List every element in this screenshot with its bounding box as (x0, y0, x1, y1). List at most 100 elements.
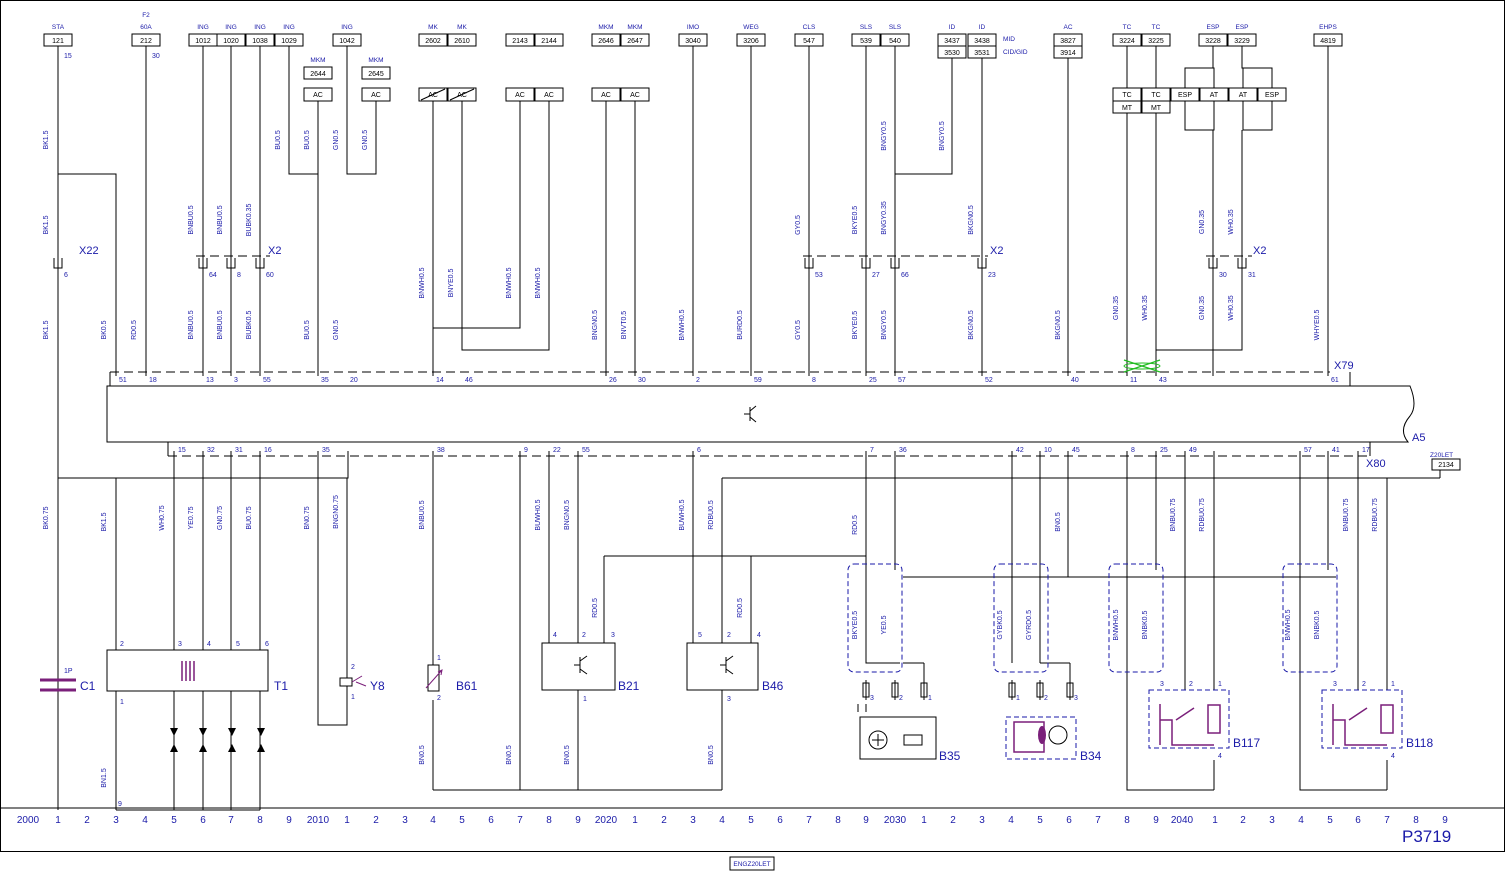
wire-label: RD0.5 (852, 515, 859, 535)
svg-text:T1: T1 (274, 679, 288, 693)
wire-label: BKGN0.5 (968, 310, 975, 340)
header-2143: 2143 (505, 33, 535, 47)
wire-label: BNWH0.5 (419, 267, 426, 298)
x79-pin: 14 (436, 377, 444, 384)
wire-label: BNWH0.5 (679, 309, 686, 340)
wire-label: GN0.5 (333, 130, 340, 150)
svg-text:ING: ING (225, 24, 237, 31)
grid-mark: 5 (748, 815, 754, 826)
wire-label: WHYE0.5 (1314, 310, 1321, 341)
wire-label: BNBU0.5 (188, 310, 195, 339)
svg-text:2645: 2645 (368, 71, 384, 78)
svg-text:212: 212 (140, 38, 152, 45)
x79-pin: 2 (696, 377, 700, 384)
x80-pin: 9 (524, 447, 528, 454)
wire-label: BNWH0.5 (506, 267, 513, 298)
wire-label: RDBU0.5 (708, 500, 715, 530)
svg-text:ESP: ESP (1178, 92, 1192, 99)
svg-text:B35: B35 (939, 749, 961, 763)
svg-text:1: 1 (437, 655, 441, 662)
wire-label: WH0.35 (1228, 209, 1235, 234)
wire-label: BNBK0.5 (1314, 610, 1321, 639)
wire-label: YE0.75 (188, 506, 195, 529)
grid-mark: 5 (171, 815, 177, 826)
x79-pin: 26 (609, 377, 617, 384)
grid-mark: 9 (575, 815, 581, 826)
svg-text:60: 60 (266, 272, 274, 279)
grid-mark: 1 (921, 815, 927, 826)
svg-text:MKM: MKM (310, 57, 325, 64)
svg-text:1042: 1042 (339, 38, 355, 45)
grid-mark: 2 (1240, 815, 1246, 826)
grid-mark: 7 (806, 815, 812, 826)
svg-text:B118: B118 (1406, 736, 1433, 750)
svg-text:B117: B117 (1233, 736, 1260, 750)
wire-label: GYBK0.5 (997, 610, 1004, 639)
svg-text:4: 4 (757, 632, 761, 639)
grid-mark: 2030 (884, 815, 907, 826)
wire-label: BK1.5 (43, 320, 50, 339)
wire-label: BNBU0.75 (1170, 498, 1177, 531)
x80-pin: 36 (899, 447, 907, 454)
svg-text:8: 8 (237, 272, 241, 279)
ac-box: AC (505, 87, 535, 102)
svg-text:3225: 3225 (1148, 38, 1164, 45)
svg-text:Y8: Y8 (370, 679, 385, 693)
svg-text:B21: B21 (618, 679, 640, 693)
x79-pin: 30 (638, 377, 646, 384)
svg-text:AC: AC (1063, 24, 1072, 31)
x79-pin: 55 (263, 377, 271, 384)
wires (57, 46, 1440, 811)
svg-text:1: 1 (120, 699, 124, 706)
wire-label: BNBU0.5 (217, 310, 224, 339)
svg-text:WEG: WEG (743, 24, 759, 31)
svg-text:3437: 3437 (944, 38, 960, 45)
svg-text:2: 2 (582, 632, 586, 639)
svg-text:2647: 2647 (627, 38, 643, 45)
subcode-3531: 3531 (967, 45, 997, 59)
wire-label: GN0.75 (217, 506, 224, 530)
svg-text:AC: AC (601, 92, 611, 99)
svg-text:MT: MT (1122, 105, 1133, 112)
svg-text:60A: 60A (140, 24, 152, 31)
svg-text:1: 1 (1016, 695, 1020, 702)
svg-text:AC: AC (544, 92, 554, 99)
wire-label: BN0.5 (708, 745, 715, 765)
x80-pin: 45 (1072, 447, 1080, 454)
grid-mark: 6 (1355, 815, 1361, 826)
svg-text:EHPS: EHPS (1319, 24, 1337, 31)
wire-label: BKYE0.5 (852, 206, 859, 235)
z20let-box (1431, 458, 1461, 471)
svg-text:4: 4 (1391, 753, 1395, 760)
x79-pin: 51 (119, 377, 127, 384)
x80-label: X80 (1366, 458, 1386, 470)
svg-text:31: 31 (1248, 272, 1256, 279)
ac-box: AC (303, 87, 333, 102)
x80-pin: 35 (322, 447, 330, 454)
svg-text:ID: ID (949, 24, 956, 31)
ac-box: AC (534, 87, 564, 102)
wire-label: BNGY0.5 (881, 121, 888, 151)
x80-pin: 31 (235, 447, 243, 454)
svg-text:4819: 4819 (1320, 38, 1336, 45)
svg-text:3: 3 (1074, 695, 1078, 702)
svg-text:AC: AC (371, 92, 381, 99)
grid-mark: 2020 (595, 815, 618, 826)
diagram-id: P3719 (1402, 827, 1451, 846)
svg-text:3531: 3531 (974, 50, 990, 57)
svg-text:2144: 2144 (541, 38, 557, 45)
grid-mark: 9 (863, 815, 869, 826)
